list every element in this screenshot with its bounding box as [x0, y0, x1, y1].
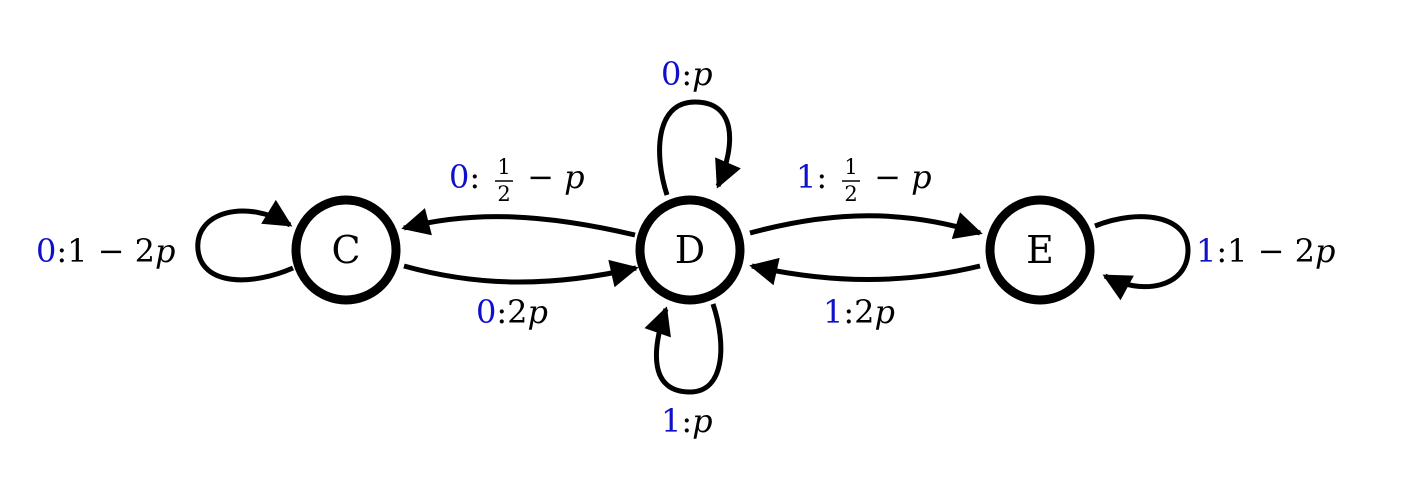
edge-label-c-c-sep: :: [56, 232, 67, 270]
edge-d-c: [401, 208, 636, 238]
svg-text:− p: − p: [864, 158, 932, 196]
edge-label-e-d-var: p: [875, 293, 895, 331]
node-e-label: E: [1026, 228, 1054, 272]
edge-label-e-d-symbol: 1: [823, 293, 843, 331]
edge-label-d-e-var: p: [911, 158, 931, 196]
edge-label-d-d-bottom: 1:p: [661, 402, 713, 440]
edge-label-d-d-bottom-sep: :: [681, 402, 692, 440]
edge-label-d-d-top-var: p: [692, 55, 712, 93]
edge-label-c-c-prob: 1 − 2: [67, 232, 155, 270]
node-d: D: [635, 195, 745, 305]
edge-label-c-d-var: p: [528, 293, 548, 331]
svg-text:− p: − p: [517, 158, 585, 196]
edge-label-d-d-bottom-var: p: [692, 402, 712, 440]
edge-label-e-d-sep: :: [843, 293, 854, 331]
edge-label-d-d-top: 0:p: [661, 55, 713, 93]
edge-label-c-c-var: p: [155, 232, 175, 270]
edge-label-d-c-frac-num: 1: [497, 155, 510, 179]
edge-label-e-e-symbol: 1: [1196, 232, 1216, 270]
edge-label-d-c-sep: :: [469, 158, 480, 196]
edge-d-e: [749, 212, 983, 240]
node-c-label: C: [331, 228, 360, 272]
edge-label-e-e-prob: 1 − 2: [1227, 232, 1315, 270]
edge-label-d-d-top-sep: :: [681, 55, 692, 93]
edge-label-d-c-var: p: [564, 158, 584, 196]
edge-label-d-c-rest: −: [517, 158, 564, 196]
edge-label-c-c-symbol: 0: [36, 232, 56, 270]
node-e: E: [985, 195, 1095, 305]
edge-label-e-d: 1:2p: [823, 293, 895, 331]
edge-label-c-d: 0:2p: [476, 293, 548, 331]
edge-e-d: [749, 257, 981, 286]
edge-label-e-e-sep: :: [1216, 232, 1227, 270]
edge-e-e: [1094, 214, 1191, 301]
edge-label-d-d-bottom-symbol: 1: [661, 402, 681, 440]
node-c: C: [291, 195, 401, 305]
edge-c-d: [403, 259, 639, 288]
edge-label-d-e-frac-den: 2: [844, 182, 857, 206]
edge-label-c-d-prob: 2: [507, 293, 527, 331]
edge-d-d-bottom: [644, 303, 724, 395]
edge-c-c: [195, 199, 295, 283]
edge-label-c-d-symbol: 0: [476, 293, 496, 331]
edge-label-d-e: 1: 1 2 − p: [796, 155, 932, 206]
edge-label-e-e-var: p: [1315, 232, 1335, 270]
edge-label-d-c-frac-den: 2: [497, 182, 510, 206]
edge-d-d-top: [657, 99, 741, 196]
edge-label-d-d-top-symbol: 0: [661, 55, 681, 93]
edge-label-d-e-symbol: 1: [796, 158, 816, 196]
edge-label-d-e-sep: :: [816, 158, 827, 196]
edge-label-e-e: 1:1 − 2p: [1196, 232, 1336, 270]
svg-text:1:: 1:: [796, 158, 827, 196]
edge-label-c-d-sep: :: [496, 293, 507, 331]
node-d-label: D: [675, 228, 705, 272]
edge-label-d-c-symbol: 0: [449, 158, 469, 196]
edge-label-c-c: 0:1 − 2p: [36, 232, 176, 270]
edge-label-d-c: 0: 1 2 − p: [449, 155, 585, 206]
edge-label-e-d-prob: 2: [854, 293, 874, 331]
edge-label-d-e-rest: −: [864, 158, 911, 196]
svg-text:0:: 0:: [449, 158, 480, 196]
edge-label-d-e-frac-num: 1: [844, 155, 857, 179]
